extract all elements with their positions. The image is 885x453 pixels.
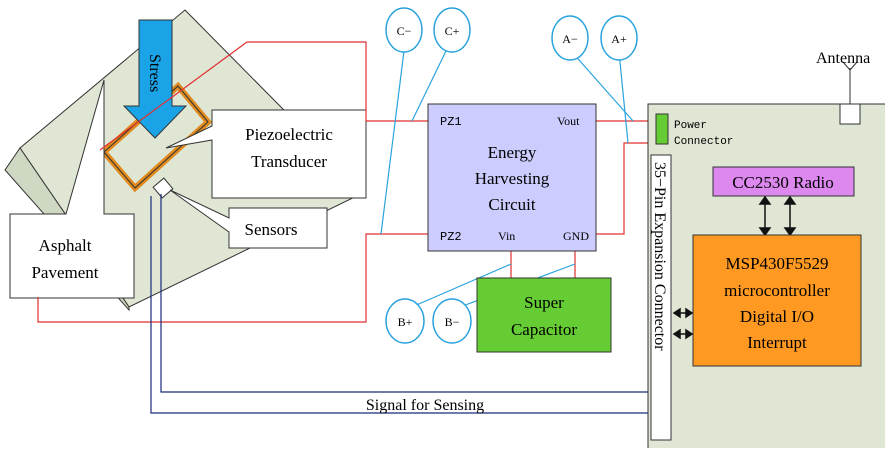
probe-c-minus-label: C−: [397, 24, 412, 38]
probe-c-minus: C−: [385, 7, 423, 53]
red-wires: [37, 41, 655, 323]
probe-b-minus: B−: [432, 298, 472, 344]
sensors-callout: Sensors: [169, 189, 328, 249]
signal-wire-1: [160, 194, 648, 393]
supercap-label-1: Super: [524, 293, 564, 312]
probe-b-plus: B+: [385, 298, 425, 344]
ehc-gnd: GND: [563, 229, 589, 243]
probe-c-plus-label: C+: [445, 24, 460, 38]
asphalt-label-1: Asphalt: [39, 236, 92, 255]
ehc-title-2: Harvesting: [475, 169, 550, 188]
ehc-title-3: Circuit: [488, 195, 535, 214]
stress-arrow: Stress: [122, 19, 188, 139]
piezo-label-1: Piezoelectric: [245, 125, 333, 144]
connector-mcu-links: [672, 307, 694, 340]
radio-mcu-links: [758, 195, 797, 237]
piezo-transducer-shape: [99, 81, 213, 193]
supercap-label-2: Capacitor: [511, 320, 577, 339]
probe-b-minus-label: B−: [445, 315, 460, 329]
antenna-label: Antenna: [816, 50, 870, 67]
ehc-pz2: PZ2: [440, 230, 462, 244]
stress-label: Stress: [146, 54, 163, 92]
probe-c-plus: C+: [433, 7, 471, 53]
power-connector-label-2: Connector: [674, 136, 733, 148]
piezo-callout: Piezoelectric Transducer: [165, 109, 367, 199]
cc2530-radio: CC2530 Radio: [712, 166, 855, 197]
probe-leads: [380, 50, 634, 311]
antenna-icon: [839, 61, 861, 125]
signal-label: Signal for Sensing: [366, 397, 484, 414]
radio-label: CC2530 Radio: [732, 173, 834, 192]
mcu-label-3: Digital I/O: [740, 307, 814, 326]
signal-wire-2: [150, 196, 648, 414]
ehc-title-1: Energy: [488, 143, 537, 162]
expansion-connector: 35−Pin Expansion Connector: [650, 154, 672, 441]
wire-gnd-to-board: [596, 142, 655, 235]
sensor-block: [152, 177, 174, 199]
mcu-label-4: Interrupt: [747, 333, 807, 352]
ehc-vin: Vin: [498, 229, 515, 243]
sensors-label: Sensors: [245, 220, 298, 239]
ehc-pz1: PZ1: [440, 115, 462, 129]
piezo-label-2: Transducer: [251, 152, 327, 171]
power-connector: [655, 113, 669, 145]
probe-a-plus: A+: [600, 15, 638, 61]
power-connector-label-1: Power: [674, 120, 707, 132]
mcu-label-2: microcontroller: [724, 281, 830, 300]
probe-a-minus-label: A−: [562, 32, 578, 46]
probe-a-minus: A−: [551, 15, 589, 61]
mcu-label-1: MSP430F5529: [726, 254, 829, 273]
asphalt-callout: Asphalt Pavement: [9, 79, 135, 299]
asphalt-label-2: Pavement: [31, 263, 98, 282]
expansion-connector-label: 35−Pin Expansion Connector: [651, 162, 668, 351]
msp430-microcontroller: MSP430F5529 microcontroller Digital I/O …: [692, 234, 862, 367]
ehc-vout: Vout: [557, 114, 580, 128]
probe-a-plus-label: A+: [611, 32, 627, 46]
sensor-signal-wires: [150, 194, 648, 414]
probe-b-plus-label: B+: [398, 315, 413, 329]
energy-harvesting-circuit: PZ1 Vout Energy Harvesting Circuit PZ2 V…: [427, 103, 597, 252]
super-capacitor: Super Capacitor: [476, 277, 612, 353]
wire-pz2: [37, 233, 428, 323]
wire-pz1: [99, 41, 428, 151]
